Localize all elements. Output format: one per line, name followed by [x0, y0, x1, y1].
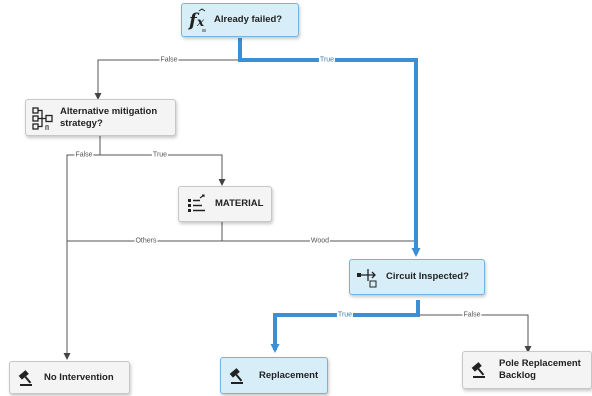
node-label: Pole Replacement Backlog: [499, 358, 581, 381]
node-material[interactable]: MATERIAL: [178, 186, 272, 222]
edge-already-failed-false: [94, 38, 241, 100]
svg-text:x: x: [196, 15, 205, 29]
split-flow-icon: [356, 266, 378, 288]
svg-text:∏: ∏: [45, 125, 49, 130]
node-label: Already failed?: [214, 14, 283, 26]
node-alternative-mitigation[interactable]: ∏ Alternative mitigation strategy?: [25, 99, 176, 136]
function-fx-icon: f x: [188, 6, 210, 34]
node-already-failed[interactable]: f x Already failed?: [181, 3, 299, 37]
node-no-intervention[interactable]: No Intervention: [9, 361, 130, 394]
node-label: Alternative mitigation strategy?: [60, 105, 158, 129]
gavel-icon: [471, 361, 489, 379]
edge-circuit-true: [270, 300, 420, 353]
edge-label-false: False: [159, 55, 179, 65]
edge-label-true: True: [336, 310, 354, 320]
node-label: Circuit Inspected?: [386, 271, 469, 283]
node-pole-replacement-backlog[interactable]: Pole Replacement Backlog: [462, 351, 592, 389]
list-attribute-icon: [187, 194, 207, 214]
gavel-icon: [229, 367, 247, 385]
edge-label-true: True: [151, 150, 169, 160]
edge-label-others: Others: [134, 236, 158, 246]
edge-alt-mitigation-false: [63, 136, 101, 360]
edge-label-wood: Wood: [309, 236, 331, 246]
node-label: Replacement: [259, 369, 319, 381]
node-circuit-inspected[interactable]: Circuit Inspected?: [349, 259, 485, 295]
edge-label-false: False: [462, 310, 482, 320]
node-label: MATERIAL: [215, 198, 264, 210]
gavel-icon: [18, 369, 36, 387]
decision-tree-icon: ∏: [32, 106, 54, 130]
edge-circuit-false: [417, 300, 532, 353]
node-replacement[interactable]: Replacement: [220, 357, 328, 394]
edge-label-true: True: [318, 55, 336, 65]
edge-label-false: False: [74, 150, 94, 160]
edge-alt-mitigation-true: [100, 154, 226, 186]
node-label: No Intervention: [44, 371, 114, 383]
